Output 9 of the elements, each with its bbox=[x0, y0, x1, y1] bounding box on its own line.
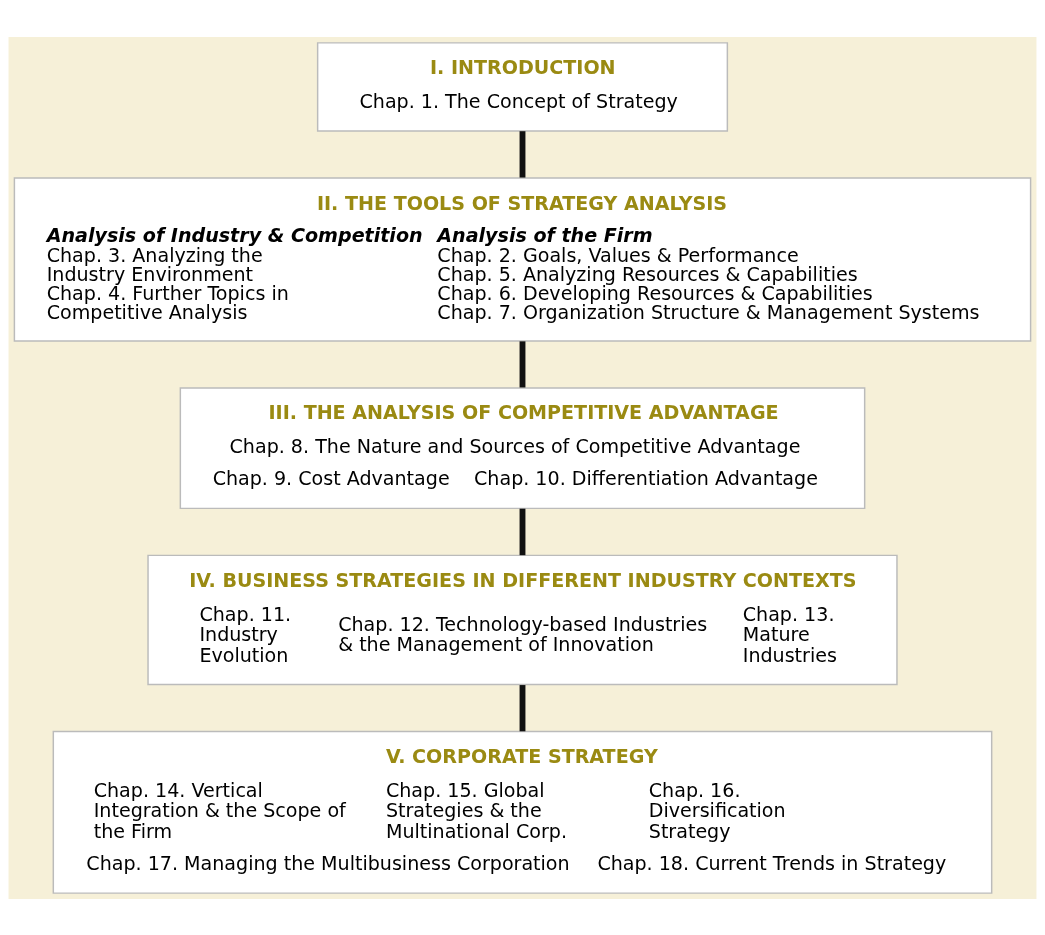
connector bbox=[519, 340, 526, 387]
connector bbox=[519, 508, 526, 555]
connector bbox=[519, 684, 526, 731]
node-box: V. CORPORATE STRATEGY Chap. 14. Vertical Integration & the Scope of the Firm Chap. 15. Global Strategies & the Multinational Corp. Chap. 16. Diversification Strategy Chap. 17. Managing the Multibusiness Corporation Chap. 18. Current Trends in Strategy bbox=[52, 730, 993, 894]
node-box: III. THE ANALYSIS OF COMPETITIVE ADVANTAGE Chap. 8. The Nature and Sources of Competitive Advantage Chap. 9. Cost Advantage Chap. 10. Differentiation Advantage bbox=[179, 386, 866, 509]
node-box: IV. BUSINESS STRATEGIES IN DIFFERENT INDUSTRY CONTEXTS Chap. 11. Industry Evolution Chap. 12. Technology-based Industries & the Management of Innovation Chap. 13. Mature Industries bbox=[147, 554, 898, 685]
node-box: II. THE TOOLS OF STRATEGY ANALYSIS Analysis of Industry & Competition Chap. 3. Analyzing the Industry Environment Chap. 4. Further Topics in Competitive Analysis Analysis of the Firm Chap. 2. Goals, Values & Performance Chap. 5. Analyzing Resources & Capabilities Chap. 6. Developing Resources & Capabilities Chap. 7. Organization Structure & Management Systems bbox=[13, 176, 1032, 342]
node-box: I. INTRODUCTION Chap. 1. The Concept of Strategy bbox=[316, 41, 729, 132]
connector bbox=[519, 130, 526, 178]
